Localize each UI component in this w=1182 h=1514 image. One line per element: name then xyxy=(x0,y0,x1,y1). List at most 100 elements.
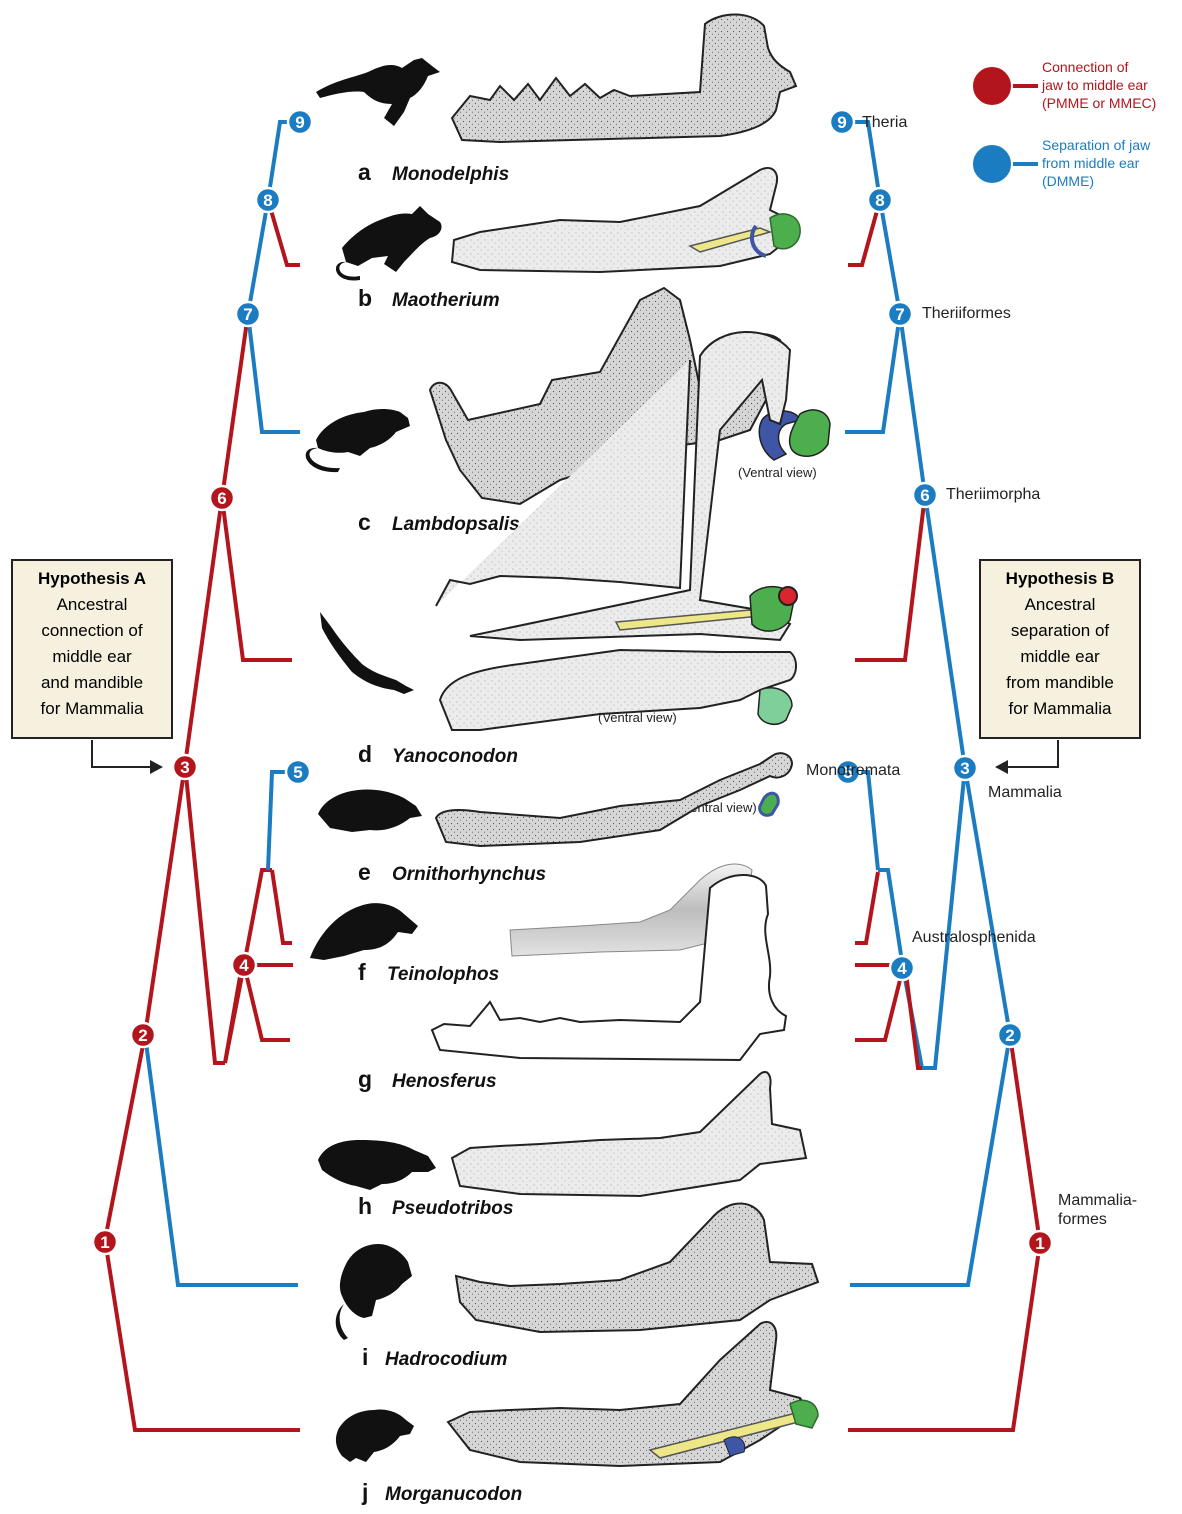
svg-text:Ornithorhynchus: Ornithorhynchus xyxy=(392,864,546,885)
svg-text:1: 1 xyxy=(100,1233,109,1252)
svg-text:Maotherium: Maotherium xyxy=(392,290,500,311)
legend-separation-line2: from middle ear xyxy=(1042,155,1140,171)
svg-text:4: 4 xyxy=(239,956,249,975)
branch xyxy=(248,200,268,314)
svg-text:c: c xyxy=(358,509,371,535)
pseudotribos-jaw xyxy=(452,1072,806,1196)
svg-text:5: 5 xyxy=(293,763,302,782)
monodelphis-jaw xyxy=(452,15,796,143)
node-3: 3 xyxy=(953,756,977,780)
branch xyxy=(248,314,300,432)
separation-legend-icon xyxy=(972,144,1012,184)
clade-label-mammaliaformes: formes xyxy=(1058,1211,1107,1228)
svg-text:3: 3 xyxy=(180,758,189,777)
hypothesis-a-line: and mandible xyxy=(41,673,143,692)
clade-label-monotremata: Monotremata xyxy=(806,762,900,779)
node-9: 9 xyxy=(288,110,312,134)
yanoconodon-silhouette-icon xyxy=(320,612,414,694)
node-2: 2 xyxy=(131,1023,155,1047)
hypothesis-b-line: for Mammalia xyxy=(1009,699,1113,718)
morganucodon-silhouette-icon xyxy=(336,1409,414,1462)
node-7: 7 xyxy=(888,302,912,326)
svg-text:Pseudotribos: Pseudotribos xyxy=(392,1198,513,1219)
node-6: 6 xyxy=(913,483,937,507)
legend-separation-line3: (DMME) xyxy=(1042,173,1094,189)
svg-text:3: 3 xyxy=(960,759,969,778)
hypothesis-a-title: Hypothesis A xyxy=(38,569,146,588)
svg-text:4: 4 xyxy=(897,959,907,978)
node-8: 8 xyxy=(256,188,280,212)
branch xyxy=(848,772,878,870)
middle-ear-green xyxy=(770,214,800,249)
clade-label-theriimorpha: Theriimorpha xyxy=(946,486,1040,503)
hypothesis-b-line: middle ear xyxy=(1020,647,1100,666)
branch xyxy=(855,965,922,1068)
yanoconodon-ear-red xyxy=(779,587,797,605)
svg-text:Monodelphis: Monodelphis xyxy=(392,164,509,185)
svg-text:Henosferus: Henosferus xyxy=(392,1071,497,1092)
branch xyxy=(850,1035,1010,1285)
svg-text:Lambdopsalis: Lambdopsalis xyxy=(392,514,520,535)
branch xyxy=(145,765,185,1035)
legend: Connection of jaw to middle ear (PMME or… xyxy=(972,59,1156,189)
hypothesis-b-arrow xyxy=(1008,740,1058,767)
svg-text:7: 7 xyxy=(243,305,252,324)
hypothesis-a-line: middle ear xyxy=(52,647,132,666)
svg-text:Teinolophos: Teinolophos xyxy=(387,964,499,985)
branch xyxy=(855,872,878,943)
branch xyxy=(225,965,244,1063)
clade-label-theria: Theria xyxy=(862,114,907,131)
taxon-label-yanoconodon: d Yanoconodon xyxy=(358,741,518,767)
svg-text:6: 6 xyxy=(217,489,226,508)
monodelphis-silhouette-icon xyxy=(316,58,440,126)
node-1: 1 xyxy=(1028,1231,1052,1255)
node-5: 5 xyxy=(286,760,310,784)
ornithorhynchus-ear xyxy=(760,793,779,815)
branch xyxy=(965,768,1010,1035)
branch xyxy=(900,314,925,495)
hypothesis-b-line: Ancestral xyxy=(1025,595,1096,614)
svg-text:9: 9 xyxy=(295,113,304,132)
svg-text:a: a xyxy=(358,159,371,185)
node-6: 6 xyxy=(210,486,234,510)
node-4: 4 xyxy=(232,953,256,977)
teinolophos-silhouette-icon xyxy=(310,903,418,960)
node-3: 3 xyxy=(173,755,197,779)
svg-text:Yanoconodon: Yanoconodon xyxy=(392,746,518,767)
clade-label-mammaliaformes: Mammalia- xyxy=(1058,1192,1137,1209)
taxon-label-lambdopsalis: c Lambdopsalis xyxy=(358,509,520,535)
clade-label-theriiformes: Theriiformes xyxy=(922,305,1011,322)
node-7: 7 xyxy=(236,302,260,326)
branch xyxy=(105,1035,145,1240)
svg-text:g: g xyxy=(358,1066,372,1092)
hypothesis-a-arrow xyxy=(92,740,150,767)
svg-text:j: j xyxy=(361,1479,368,1505)
svg-text:7: 7 xyxy=(895,305,904,324)
svg-text:h: h xyxy=(358,1193,372,1219)
maotherium-silhouette-icon xyxy=(336,206,442,280)
clade-label-mammalia: Mammalia xyxy=(988,784,1062,801)
legend-connection-line3: (PMME or MMEC) xyxy=(1042,95,1156,111)
branch xyxy=(272,870,292,943)
svg-text:9: 9 xyxy=(837,113,846,132)
left-tree-hypothesis-a xyxy=(92,122,300,1430)
taxon-label-monodelphis: a Monodelphis xyxy=(358,159,509,185)
branch xyxy=(222,498,292,660)
hypothesis-a-line: connection of xyxy=(41,621,142,640)
branch xyxy=(222,314,248,498)
node-9: 9 xyxy=(830,110,854,134)
branch xyxy=(268,772,298,870)
svg-text:6: 6 xyxy=(920,486,929,505)
hadrocodium-jaw xyxy=(456,1203,818,1332)
svg-text:d: d xyxy=(358,741,372,767)
view-label-c: (Ventral view) xyxy=(738,465,817,480)
branch xyxy=(185,498,222,765)
hypothesis-b-line: from mandible xyxy=(1006,673,1114,692)
hypothesis-a-line: Ancestral xyxy=(57,595,128,614)
branch xyxy=(878,870,903,968)
